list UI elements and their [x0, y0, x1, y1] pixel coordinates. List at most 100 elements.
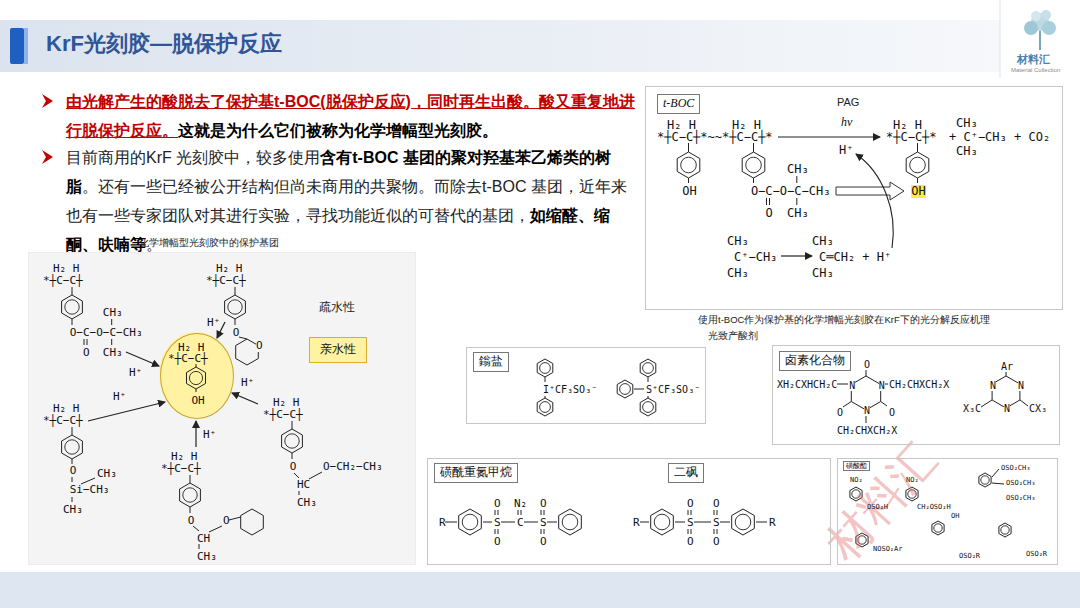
chem-label: N [849, 380, 855, 391]
aromatic-circle [620, 384, 631, 395]
chem-label: S [494, 517, 501, 529]
bond-line [72, 287, 73, 295]
bond-line [292, 421, 293, 429]
chem-label: CH₃ [787, 163, 809, 176]
bullet-marker [42, 150, 53, 164]
box-label: 亲水性 [320, 342, 356, 358]
chem-label: H⁺ [839, 144, 853, 157]
panel-fill [28, 252, 416, 565]
chem-label: H₂ H [273, 397, 300, 409]
chem-label: CH₃ [812, 235, 834, 248]
reaction-arrow [126, 352, 159, 366]
bullet-text: 目前商用的KrF 光刻胶中，较多使用 [66, 149, 320, 166]
bond-line [518, 510, 519, 515]
aromatic-circle [934, 524, 942, 532]
aromatic-circle [183, 488, 197, 502]
bond-line [239, 337, 247, 339]
panel-heading-box: t-BOC [657, 94, 700, 114]
bond-line [1006, 372, 1007, 376]
bond-line [717, 529, 718, 534]
bond-line [495, 510, 496, 515]
reaction-arrow [781, 255, 812, 256]
chem-label: CH₃ [103, 347, 123, 359]
chem-label: CH₃ [63, 504, 83, 516]
property-label: 疏水性 [319, 301, 355, 314]
box-label: 磺酸酯 [846, 462, 867, 470]
title-band [0, 20, 1000, 72]
chem-label: OSO₂CH₃ [1001, 465, 1031, 473]
chem-label: OSO₂R [1026, 551, 1047, 559]
bond-line [521, 510, 522, 515]
pag-panel: I⁺CF₃SO₃⁻S⁺CF₃SO₃⁻鎓盐 [466, 347, 706, 424]
aromatic-circle [910, 157, 926, 173]
chem-label: O−C−O−C−CH₃ [751, 185, 830, 198]
aromatic-circle [643, 402, 654, 413]
chem-label: CH [197, 533, 210, 545]
ring-symbol [742, 152, 765, 178]
aromatic-circle [65, 300, 79, 314]
panel-heading-box: 磺酸酯 [843, 461, 870, 471]
reaction-arrow [88, 402, 165, 421]
bond-line [992, 483, 1004, 484]
hydroxystyrene-ellipse: H₂ H*┼C−C┼OH [160, 333, 234, 419]
bond-line [292, 453, 293, 459]
reaction-arrow [195, 421, 196, 447]
chem-label: N [1018, 380, 1024, 391]
chem-label: O [83, 347, 90, 359]
bond-line [111, 339, 112, 345]
bond-line [84, 339, 85, 345]
box-label: t-BOC [663, 96, 694, 112]
chem-label: O−C−O−C−CH₃ [70, 327, 143, 339]
bond-line [235, 319, 236, 325]
box-label: 二砜 [674, 465, 698, 481]
chem-label: H₂ H [216, 263, 243, 275]
pag-panel: RSCSOON₂OORSSOOOOR磺酰重氮甲烷二砜 [427, 458, 831, 565]
chem-label: X₃C [963, 403, 981, 414]
chem-label: *┼C−C┼*~~*┼C−C┼* [657, 131, 773, 144]
chem-label: S [713, 517, 720, 529]
chem-label: *┼C−C┼ [263, 409, 303, 421]
chem-label: CH₃ [727, 267, 749, 280]
chem-label: Si−CH₃ [70, 484, 110, 496]
panel-heading-box: 鎓盐 [473, 352, 509, 372]
bond-line [981, 400, 992, 407]
bond-line [720, 522, 730, 523]
chem-label: N [879, 380, 885, 391]
chem-label: O−CH₂−CH₃ [323, 461, 383, 473]
header-divider [1000, 0, 1001, 78]
logo-subtext: Material Collection [1011, 67, 1060, 74]
figure-caption: 化学增幅型光刻胶中的保护基团 [139, 237, 279, 248]
bond-line [541, 529, 542, 534]
bond-line [769, 198, 770, 205]
aromatic-circle [735, 514, 751, 530]
ring-symbol [979, 473, 991, 487]
chem-label: CH₃ [787, 207, 809, 220]
ring-symbol [62, 435, 83, 459]
bond-line [688, 529, 689, 534]
bond-line [196, 389, 197, 392]
bond-line [72, 319, 73, 325]
bond-line [309, 472, 322, 479]
chem-label: NOSO₂Ar [873, 546, 903, 554]
ring-symbol [537, 398, 553, 416]
chem-label: O [494, 498, 501, 510]
bond-line [544, 529, 545, 534]
bond-line [917, 178, 918, 183]
chem-label: OH [951, 513, 959, 521]
bond-line [294, 473, 299, 478]
bond-line [675, 522, 685, 523]
bond-line [766, 198, 767, 205]
bond-line [866, 416, 867, 423]
chem-label: *┼C−C┼ [161, 463, 201, 475]
bond-line [640, 522, 649, 523]
bond-line [229, 517, 241, 520]
bond-line [547, 522, 557, 523]
bond-line [691, 510, 692, 515]
chem-label: OH [682, 185, 696, 198]
bond-line [688, 143, 689, 152]
chem-label: N [1004, 403, 1010, 414]
reaction-arrow [232, 393, 258, 404]
figure-caption: 使用t-BOC作为保护基的化学增幅光刻胶在KrF下的光分解反应机理 [698, 315, 990, 325]
ring-symbol [62, 295, 83, 319]
bond-line [87, 339, 88, 345]
